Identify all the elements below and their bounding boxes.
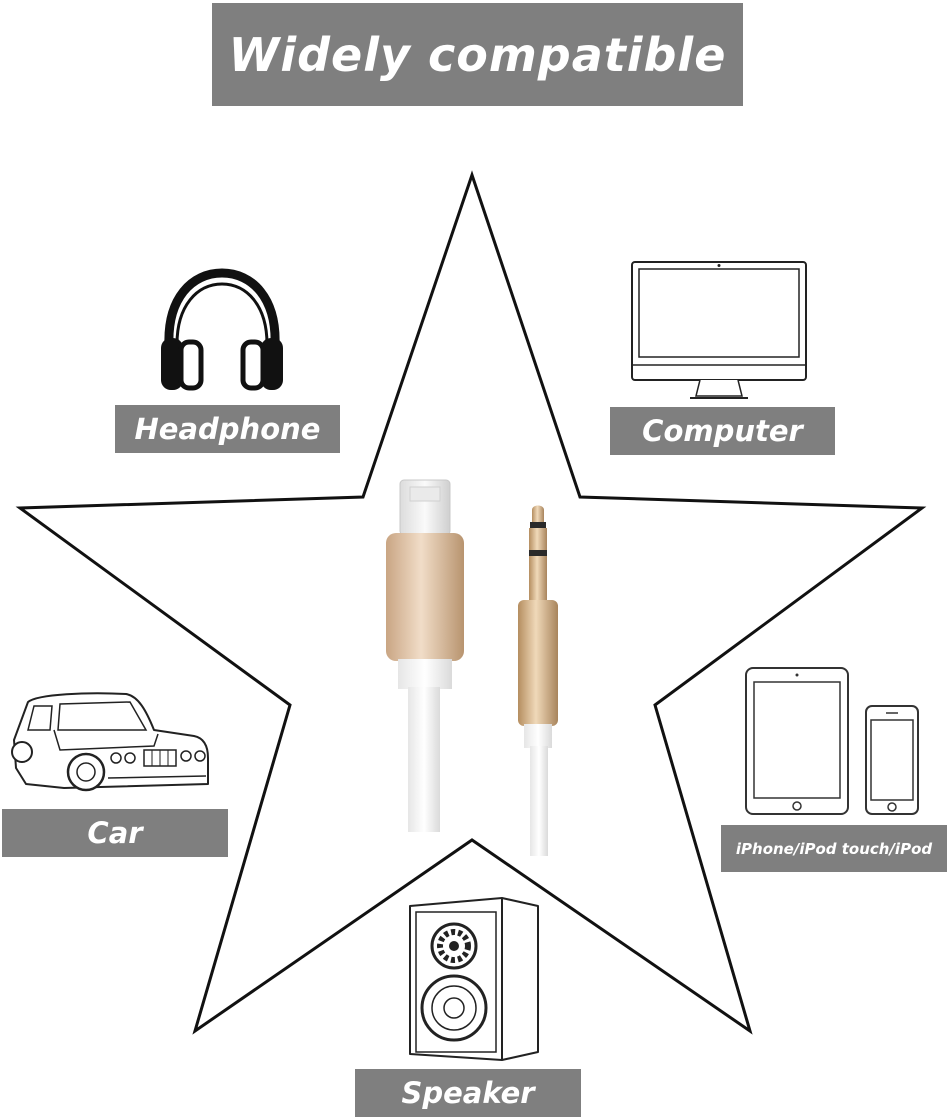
lightning-connector — [386, 479, 464, 832]
computer-icon — [631, 261, 807, 399]
page-title: Widely compatible — [212, 3, 743, 106]
headphone-label: Headphone — [115, 405, 340, 453]
tablet-phone-icon — [745, 667, 919, 815]
car-icon — [11, 692, 209, 792]
iphone-ipod-label: iPhone/iPod touch/iPod — [721, 825, 947, 872]
speaker-icon — [409, 897, 539, 1061]
speaker-label: Speaker — [355, 1069, 581, 1117]
computer-label: Computer — [610, 407, 835, 455]
aux-jack-connector — [518, 505, 558, 856]
car-label: Car — [2, 809, 228, 857]
headphone-icon — [161, 268, 283, 391]
